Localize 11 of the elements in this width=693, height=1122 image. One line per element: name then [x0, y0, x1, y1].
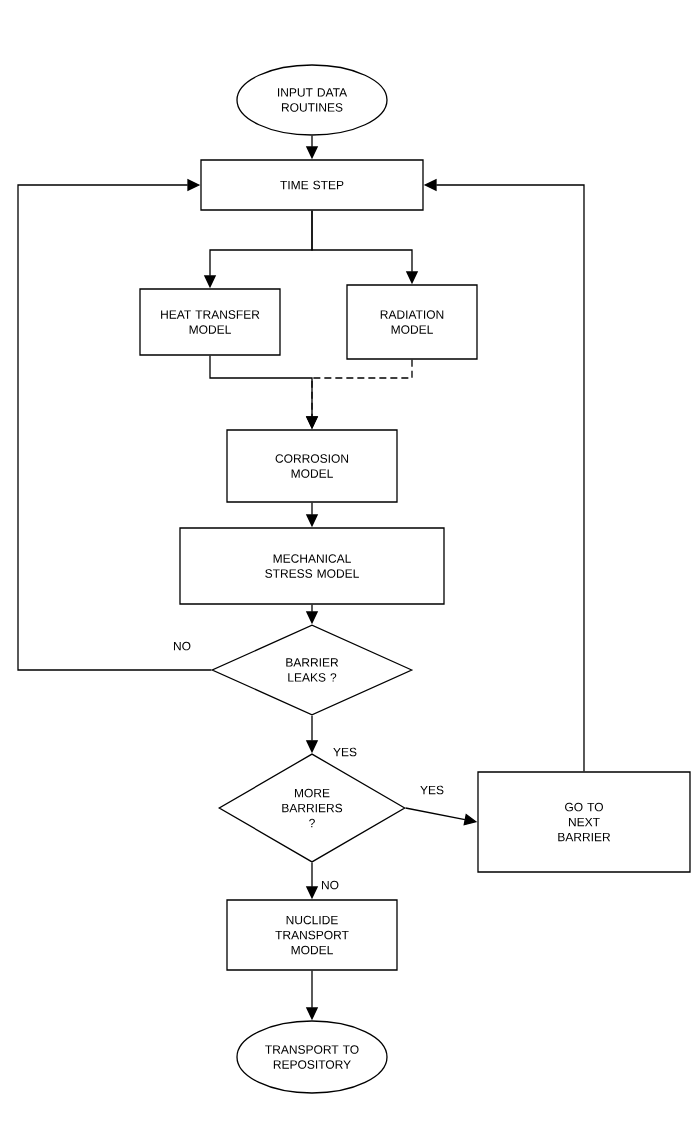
process-box: TIME STEP: [200, 159, 424, 211]
edge-label: YES: [419, 784, 445, 796]
process-box: GO TO NEXT BARRIER: [477, 771, 691, 873]
edge-label: NO: [172, 640, 192, 652]
process-box: RADIATION MODEL: [346, 284, 478, 360]
arrow: [17, 178, 212, 671]
process-box: MECHANICAL STRESS MODEL: [179, 527, 445, 605]
process-box: HEAT TRANSFER MODEL: [139, 288, 281, 356]
process-box: CORROSION MODEL: [226, 429, 398, 503]
process-box: NUCLIDE TRANSPORT MODEL: [226, 899, 398, 971]
edge-label: NO: [320, 879, 340, 891]
